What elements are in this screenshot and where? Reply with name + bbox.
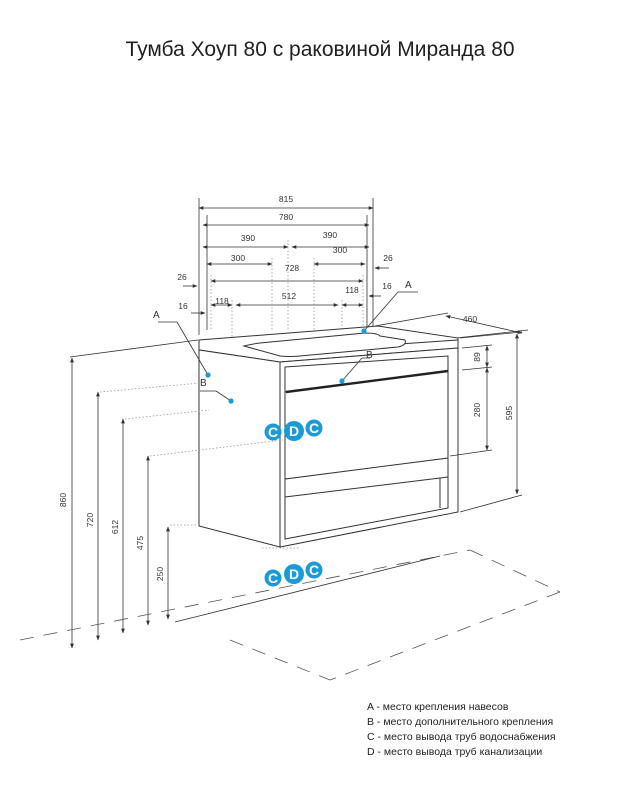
- marker-b-right: B: [366, 350, 373, 361]
- dim-300-left-label: 300: [231, 253, 245, 263]
- pipe-c-right-wall: [305, 419, 323, 437]
- projection-lines: [99, 382, 300, 549]
- floor-dim-line: [174, 555, 441, 623]
- point-b-left: [228, 398, 234, 404]
- pipe-d-floor: [284, 564, 304, 584]
- dim-860-label: 860: [58, 493, 68, 507]
- dim-89-label: 89: [472, 352, 482, 362]
- floor-outline: [19, 549, 561, 681]
- dim-118-right-label: 118: [345, 285, 359, 295]
- dim-250-label: 250: [155, 567, 165, 581]
- vanity-cabinet: [198, 347, 459, 548]
- pipe-c-right-wall-label: C: [309, 420, 319, 436]
- pipe-d-floor-label: D: [289, 566, 299, 582]
- dim-728-label: 728: [285, 263, 299, 273]
- dim-118-left-label: 118: [215, 296, 229, 306]
- point-a-right: [361, 328, 367, 334]
- dim-595-label: 595: [504, 406, 514, 420]
- pipe-markers-wall: [264, 419, 323, 441]
- dim-460-label: 460: [463, 314, 477, 324]
- top-dimensions: [183, 198, 389, 335]
- dim-26-left-label: 26: [177, 272, 187, 282]
- dim-300-right-label: 300: [333, 245, 347, 255]
- dim-280-label: 280: [472, 403, 482, 417]
- pipe-c-left-wall: [264, 423, 282, 441]
- legend: A - место крепления навесов B - место до…: [367, 700, 556, 760]
- dim-16-right-label: 16: [382, 281, 392, 291]
- right-vertical-dimensions: [449, 331, 523, 513]
- legend-item-d: D - место вывода труб канализации: [367, 746, 543, 758]
- depth-dimension: [374, 312, 529, 339]
- pipe-c-left-wall-label: C: [268, 424, 278, 440]
- marker-a-left: A: [153, 310, 160, 321]
- pipe-markers-floor: [264, 561, 323, 587]
- pipe-c-left-floor-label: C: [268, 570, 278, 586]
- legend-item-b: B - место дополнительного крепления: [367, 716, 554, 728]
- dim-16-left-label: 16: [178, 301, 188, 311]
- pipe-c-right-floor-label: C: [309, 562, 319, 578]
- pipe-c-right-floor: [305, 561, 323, 579]
- dim-780-label: 780: [279, 212, 293, 222]
- left-vertical-dimensions: [69, 339, 199, 649]
- marker-leader-lines: [158, 291, 418, 402]
- pipe-c-left-floor: [264, 569, 282, 587]
- dim-26-right-label: 26: [383, 253, 393, 263]
- dim-720-label: 720: [85, 513, 95, 527]
- point-b-right: [339, 378, 345, 384]
- marker-b-left: B: [200, 378, 207, 389]
- dim-612-label: 612: [110, 520, 120, 534]
- dim-390-left-label: 390: [241, 233, 255, 243]
- dim-512-label: 512: [282, 291, 296, 301]
- dim-390-right-label: 390: [323, 230, 337, 240]
- dim-815-label: 815: [279, 194, 293, 204]
- page-title: Тумба Хоуп 80 с раковиной Миранда 80: [125, 38, 515, 61]
- dim-475-label: 475: [135, 536, 145, 550]
- legend-item-a: A - место крепления навесов: [367, 701, 509, 713]
- pipe-d-wall: [284, 421, 304, 441]
- pipe-d-wall-label: D: [289, 423, 299, 439]
- point-a-left: [205, 372, 211, 378]
- marker-a-right: A: [405, 280, 412, 291]
- legend-item-c: C - место вывода труб водоснабжения: [367, 731, 556, 743]
